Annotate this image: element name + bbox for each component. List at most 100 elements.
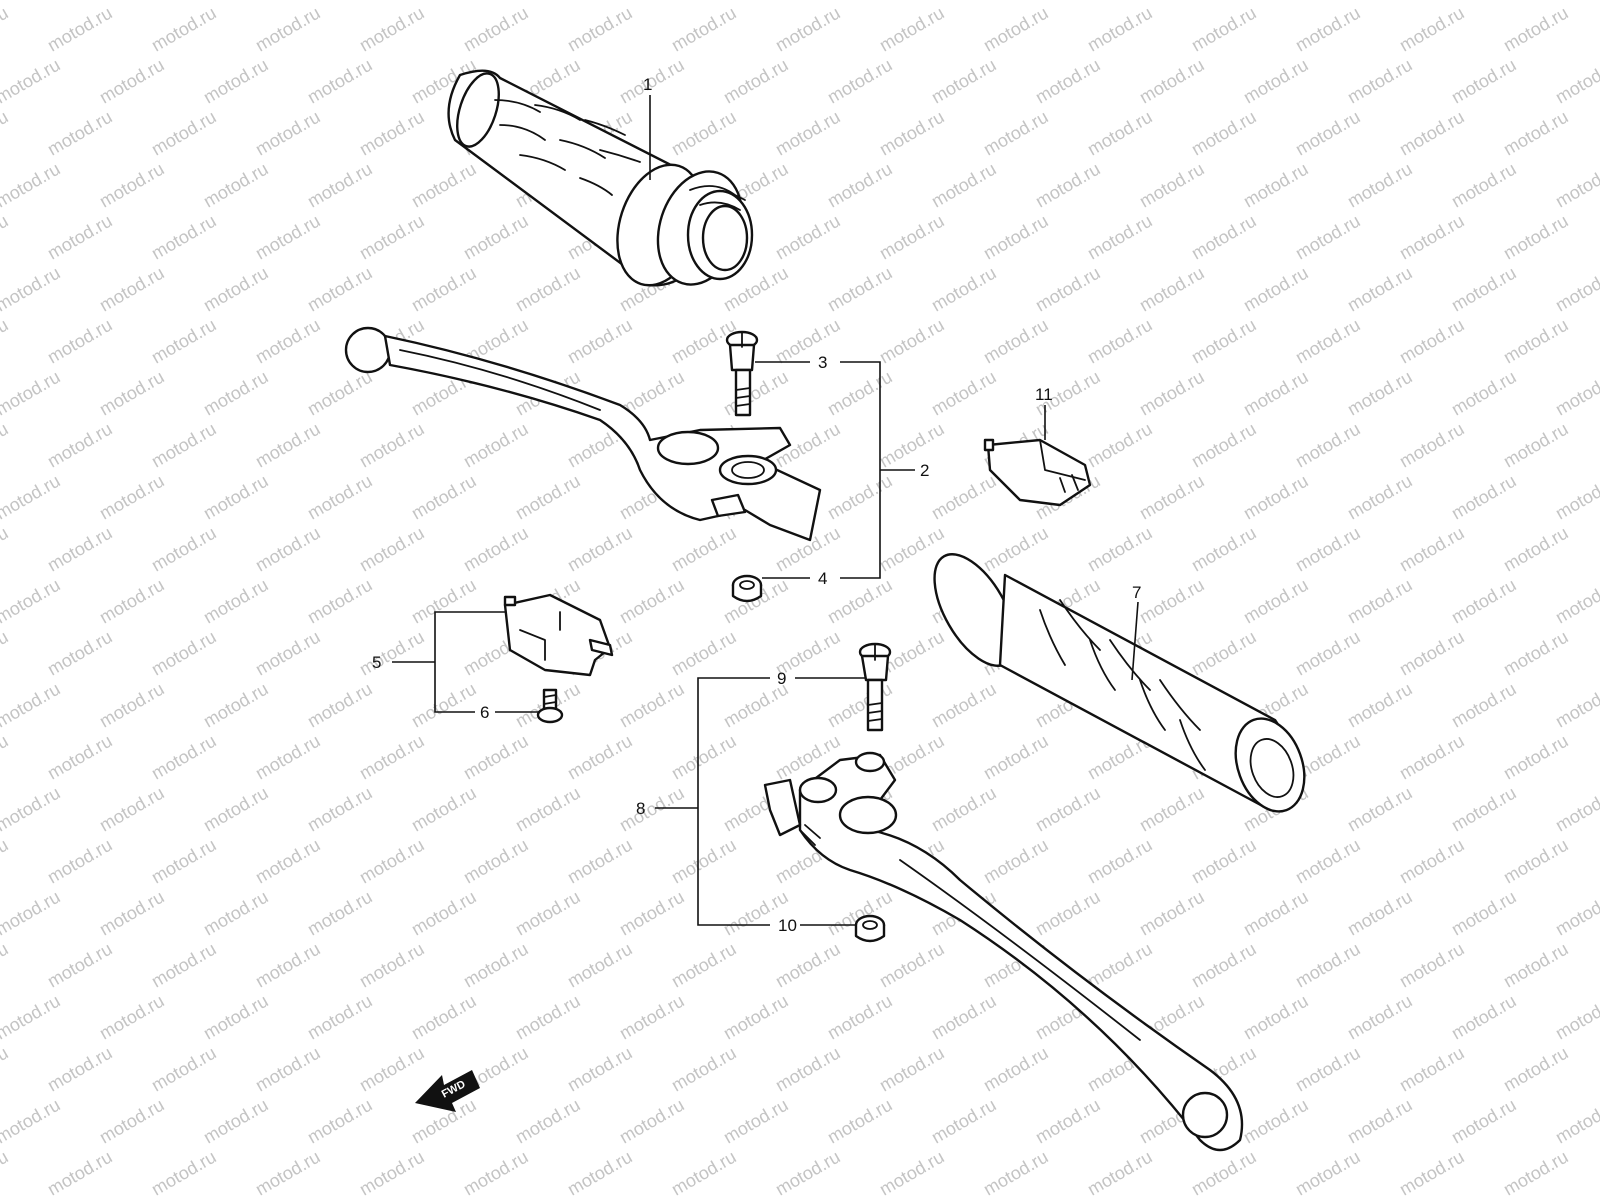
watermark-text: motod.ru	[1032, 783, 1104, 836]
watermark-text: motod.ru	[1396, 523, 1468, 576]
watermark-text: motod.ru	[824, 367, 896, 420]
watermark-text: motod.ru	[44, 315, 116, 368]
watermark-text: motod.ru	[1552, 783, 1600, 836]
watermark-text: motod.ru	[96, 991, 168, 1044]
watermark-text: motod.ru	[512, 991, 584, 1044]
watermark-text: motod.ru	[1240, 263, 1312, 316]
watermark-text: motod.ru	[668, 1147, 740, 1200]
watermark-text: motod.ru	[304, 991, 376, 1044]
watermark-text: motod.ru	[44, 107, 116, 160]
watermark-text: motod.ru	[0, 887, 64, 940]
watermark-text: motod.ru	[928, 1095, 1000, 1148]
watermark-text: motod.ru	[200, 679, 272, 732]
watermark-text: motod.ru	[1188, 939, 1260, 992]
watermark-text: motod.ru	[564, 731, 636, 784]
watermark-text: motod.ru	[1188, 627, 1260, 680]
watermark-text: motod.ru	[1396, 3, 1468, 56]
watermark-text: motod.ru	[44, 523, 116, 576]
watermark-text: motod.ru	[0, 3, 12, 56]
watermark-text: motod.ru	[1084, 835, 1156, 888]
watermark-text: motod.ru	[96, 159, 168, 212]
watermark-text: motod.ru	[200, 575, 272, 628]
watermark-text: motod.ru	[1500, 835, 1572, 888]
watermark-text: motod.ru	[824, 991, 896, 1044]
watermark-text: motod.ru	[200, 159, 272, 212]
watermark-text: motod.ru	[1448, 471, 1520, 524]
watermark-text: motod.ru	[44, 939, 116, 992]
watermark-text: motod.ru	[408, 263, 480, 316]
watermark-text: motod.ru	[1188, 419, 1260, 472]
part-nut-10	[854, 914, 886, 943]
watermark-text: motod.ru	[304, 783, 376, 836]
watermark-text: motod.ru	[980, 523, 1052, 576]
watermark-text: motod.ru	[252, 627, 324, 680]
watermark-text: motod.ru	[1448, 1095, 1520, 1148]
watermark-text: motod.ru	[1500, 419, 1572, 472]
watermark-text: motod.ru	[0, 1043, 12, 1096]
watermark-text: motod.ru	[1552, 471, 1600, 524]
watermark-text: motod.ru	[512, 887, 584, 940]
watermark-text: motod.ru	[96, 783, 168, 836]
watermark-text: motod.ru	[720, 991, 792, 1044]
watermark-text: motod.ru	[460, 835, 532, 888]
watermark-text: motod.ru	[668, 731, 740, 784]
watermark-text: motod.ru	[44, 1043, 116, 1096]
watermark-text: motod.ru	[1240, 159, 1312, 212]
callout-9: 9	[777, 669, 786, 688]
watermark-text: motod.ru	[252, 835, 324, 888]
watermark-text: motod.ru	[1396, 835, 1468, 888]
watermark-text: motod.ru	[148, 1043, 220, 1096]
watermark-text: motod.ru	[408, 471, 480, 524]
watermark-text: motod.ru	[980, 211, 1052, 264]
part-brake-lever	[344, 326, 822, 542]
watermark-text: motod.ru	[824, 471, 896, 524]
watermark-text: motod.ru	[0, 55, 64, 108]
watermark-text: motod.ru	[1448, 887, 1520, 940]
watermark-text: motod.ru	[1292, 3, 1364, 56]
watermark-text: motod.ru	[96, 679, 168, 732]
watermark-text: motod.ru	[0, 1095, 64, 1148]
watermark-text: motod.ru	[772, 1147, 844, 1200]
watermark-text: motod.ru	[564, 1147, 636, 1200]
watermark-text: motod.ru	[1188, 835, 1260, 888]
watermark-text: motod.ru	[0, 523, 12, 576]
watermark-text: motod.ru	[304, 679, 376, 732]
watermark-text: motod.ru	[876, 107, 948, 160]
watermark-text: motod.ru	[928, 55, 1000, 108]
watermark-text: motod.ru	[252, 107, 324, 160]
watermark-text: motod.ru	[200, 991, 272, 1044]
watermark-text: motod.ru	[1344, 367, 1416, 420]
watermark-text: motod.ru	[1344, 991, 1416, 1044]
watermark-text: motod.ru	[1448, 263, 1520, 316]
watermark-text: motod.ru	[148, 939, 220, 992]
callout-8: 8	[636, 799, 645, 818]
watermark-text: motod.ru	[1292, 419, 1364, 472]
watermark-text: motod.ru	[96, 263, 168, 316]
watermark-text: motod.ru	[1084, 1147, 1156, 1200]
watermark-text: motod.ru	[1344, 471, 1416, 524]
watermark-text: motod.ru	[668, 1043, 740, 1096]
watermark-text: motod.ru	[1448, 783, 1520, 836]
watermark-text: motod.ru	[616, 0, 688, 3]
watermark-text: motod.ru	[44, 419, 116, 472]
watermark-text: motod.ru	[252, 731, 324, 784]
watermark-text: motod.ru	[408, 159, 480, 212]
watermark-text: motod.ru	[356, 107, 428, 160]
part-clutch-switch-11	[983, 438, 1092, 507]
watermark-text: motod.ru	[1292, 1147, 1364, 1200]
watermark-text: motod.ru	[1136, 159, 1208, 212]
watermark-text: motod.ru	[408, 575, 480, 628]
watermark-text: motod.ru	[44, 627, 116, 680]
watermark-text: motod.ru	[148, 107, 220, 160]
callout-3: 3	[818, 353, 827, 372]
watermark-text: motod.ru	[1240, 367, 1312, 420]
watermark-text: motod.ru	[252, 1147, 324, 1200]
watermark-text: motod.ru	[0, 315, 12, 368]
watermark-text: motod.ru	[1188, 3, 1260, 56]
watermark-text: motod.ru	[1344, 575, 1416, 628]
watermark-text: motod.ru	[0, 939, 12, 992]
watermark-text: motod.ru	[980, 835, 1052, 888]
watermark-text: motod.ru	[1552, 679, 1600, 732]
watermark-text: motod.ru	[1396, 315, 1468, 368]
